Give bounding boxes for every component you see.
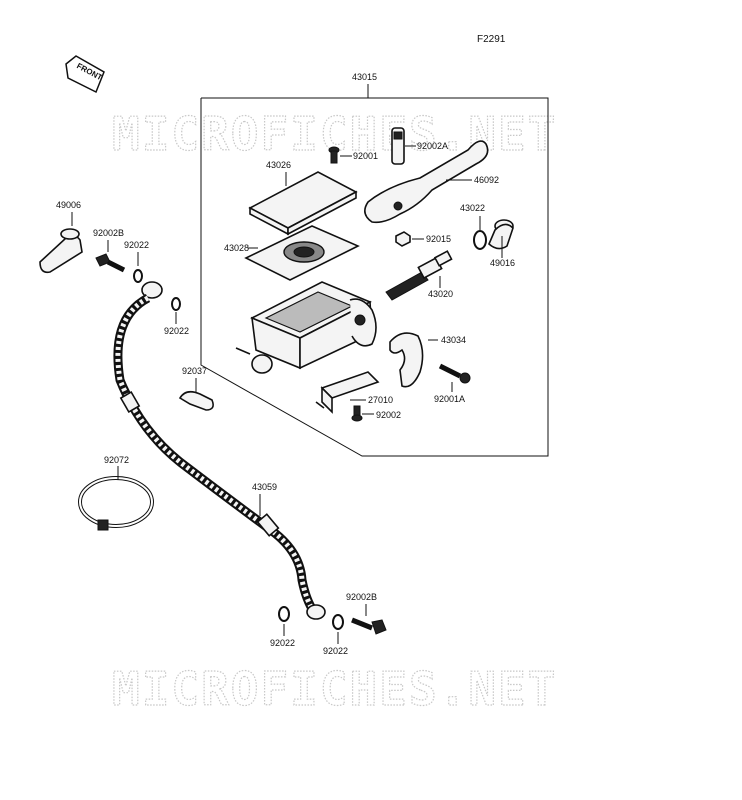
- label-49016: 49016: [490, 258, 515, 268]
- figure-code: F2291: [477, 34, 506, 45]
- assembly-frame: [200, 97, 549, 457]
- label-92002: 92002: [376, 410, 401, 420]
- front-arrow-icon: FRONT: [65, 55, 105, 94]
- washer-92022-bottom-right: [332, 614, 344, 630]
- label-92002B-bottom: 92002B: [346, 592, 377, 602]
- label-43028: 43028: [224, 243, 249, 253]
- label-43026: 43026: [266, 160, 291, 170]
- washer-92022-top: [133, 269, 143, 283]
- washer-92022-bottom-left: [278, 606, 290, 622]
- label-92022-bottom-right: 92022: [323, 646, 348, 656]
- lever-46092: [364, 140, 489, 224]
- label-92001: 92001: [353, 151, 378, 161]
- screw-92002: [351, 405, 363, 422]
- reservoir-cap-43026: [248, 171, 358, 236]
- label-92015: 92015: [426, 234, 451, 244]
- hose-guide-92037: [178, 390, 214, 411]
- label-92037: 92037: [182, 366, 207, 376]
- band-92072: [78, 476, 154, 531]
- label-46092: 46092: [474, 175, 499, 185]
- banjo-bolt-92002B-bottom: [351, 617, 387, 635]
- clamp-43034: [389, 332, 424, 388]
- diaphragm-43028: [244, 225, 360, 281]
- label-43020: 43020: [428, 289, 453, 299]
- boot-49006: [39, 228, 83, 274]
- label-92022-top: 92022: [124, 240, 149, 250]
- label-43059: 43059: [252, 482, 277, 492]
- label-92022-mid: 92022: [164, 326, 189, 336]
- label-27010: 27010: [368, 395, 393, 405]
- brake-hose-43059: [113, 281, 326, 620]
- label-92002B-top: 92002B: [93, 228, 124, 238]
- bolt-92001A: [438, 363, 471, 384]
- label-43015: 43015: [352, 72, 377, 82]
- watermark-bottom: MICROFICHES.NET: [112, 662, 557, 716]
- label-92002A: 92002A: [417, 141, 448, 151]
- screw-92001: [328, 146, 340, 164]
- label-49006: 49006: [56, 200, 81, 210]
- label-92022-bottom-left: 92022: [270, 638, 295, 648]
- switch-27010: [315, 371, 380, 414]
- nut-92015: [395, 231, 411, 247]
- seal-43022: [473, 230, 487, 250]
- label-43034: 43034: [441, 335, 466, 345]
- banjo-bolt-92002B-top: [95, 253, 126, 273]
- master-cylinder-body: [235, 281, 377, 374]
- washer-92022-mid: [171, 297, 181, 311]
- label-92001A: 92001A: [434, 394, 465, 404]
- bolt-92002A: [391, 127, 405, 165]
- label-43022: 43022: [460, 203, 485, 213]
- piston-43020: [385, 250, 453, 301]
- boot-49016: [488, 219, 514, 250]
- label-92072: 92072: [104, 455, 129, 465]
